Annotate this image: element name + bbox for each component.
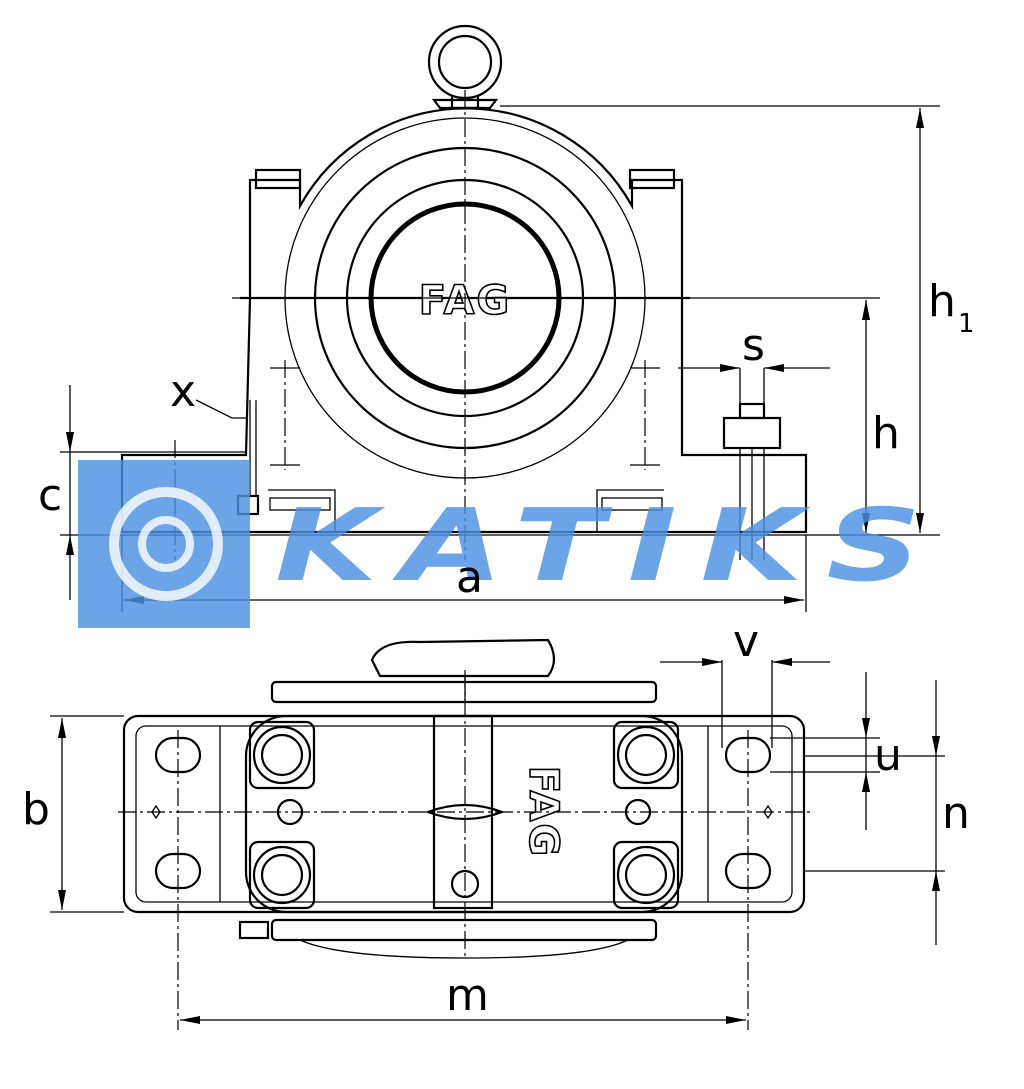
dim-label-u: u [874,730,902,781]
cap-bolt-bottom-left [248,840,316,910]
dim-label-v: v [733,616,759,667]
cap-bolt-bottom-right [612,840,680,910]
cap-bolt-top-left [248,720,316,790]
cap-bolt-top-right [612,720,680,790]
dim-label-h1: h [928,276,956,327]
fag-marking-front: FAG [419,278,512,324]
dim-label-s: s [742,320,765,371]
dim-label-x: x [170,366,196,417]
watermark-text: KATIKS [275,487,945,604]
top-view: FAG [50,638,945,1030]
dimension-labels: h 1 h s x c a v u b n m [22,276,975,1021]
dim-label-a: a [456,552,483,603]
dim-label-c: c [38,470,62,521]
dim-label-h: h [872,408,900,459]
watermark-logo-icon [78,460,250,628]
front-view: FAG [60,24,940,612]
dim-label-h1-subscript: 1 [958,309,975,339]
housing-base [120,297,808,534]
watermark: KATIKS [78,460,945,628]
dim-label-n: n [942,788,970,839]
housing-cap [248,107,684,298]
dim-label-m: m [446,970,489,1021]
dim-label-b: b [22,784,50,835]
